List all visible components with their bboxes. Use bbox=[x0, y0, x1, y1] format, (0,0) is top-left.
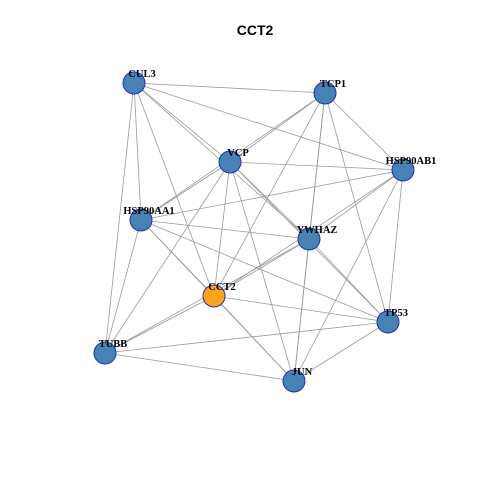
edge-ywhaz-tp53 bbox=[308, 238, 389, 323]
edge-vcp-jun bbox=[229, 161, 295, 382]
node-label-cul3: CUL3 bbox=[128, 69, 155, 80]
node-circle-tcp1[interactable] bbox=[313, 81, 337, 105]
edge-cul3-tcp1 bbox=[133, 82, 326, 94]
node-circle-tp53[interactable] bbox=[376, 310, 400, 334]
edge-cul3-tubb bbox=[104, 82, 135, 354]
node-vcp[interactable]: VCP bbox=[218, 148, 249, 174]
edge-vcp-hsp90aa1 bbox=[140, 161, 231, 221]
edge-cul3-hsp90aa1 bbox=[133, 82, 142, 221]
edge-tubb-jun bbox=[104, 352, 295, 382]
edge-vcp-hsp90ab1 bbox=[229, 161, 404, 171]
edge-tcp1-cct2 bbox=[213, 92, 326, 297]
edge-tp53-tubb bbox=[104, 321, 389, 354]
edge-hsp90ab1-jun bbox=[293, 169, 404, 382]
node-ywhaz[interactable]: YWHAZ bbox=[297, 225, 338, 251]
node-cct2[interactable]: CCT2 bbox=[202, 282, 236, 308]
node-circle-tubb[interactable] bbox=[93, 341, 117, 365]
edge-ywhaz-jun bbox=[293, 238, 310, 382]
edge-ywhaz-cct2 bbox=[213, 238, 310, 297]
edge-hsp90ab1-tp53 bbox=[387, 169, 404, 323]
graph-title: CCT2 bbox=[237, 22, 274, 38]
node-hsp90aa1[interactable]: HSP90AA1 bbox=[123, 206, 175, 232]
node-tp53[interactable]: TP53 bbox=[376, 308, 408, 334]
edge-vcp-tubb bbox=[104, 161, 231, 354]
node-cul3[interactable]: CUL3 bbox=[122, 69, 156, 95]
edge-cul3-vcp bbox=[133, 82, 231, 163]
node-label-tubb: TUBB bbox=[99, 339, 128, 350]
edge-cct2-tp53 bbox=[213, 295, 389, 323]
edge-cct2-tubb bbox=[104, 295, 215, 354]
node-hsp90ab1[interactable]: HSP90AB1 bbox=[386, 156, 437, 182]
node-label-hsp90ab1: HSP90AB1 bbox=[386, 156, 437, 167]
edge-tcp1-vcp bbox=[229, 92, 326, 163]
edge-hsp90ab1-ywhaz bbox=[308, 169, 404, 240]
edge-tcp1-tp53 bbox=[324, 92, 389, 323]
edge-cul3-hsp90ab1 bbox=[133, 82, 404, 171]
node-circle-hsp90ab1[interactable] bbox=[391, 158, 415, 182]
node-jun[interactable]: JUN bbox=[282, 367, 313, 393]
node-label-ywhaz: YWHAZ bbox=[297, 225, 338, 236]
node-label-vcp: VCP bbox=[227, 148, 249, 159]
edge-tp53-jun bbox=[293, 321, 389, 382]
node-label-cct2: CCT2 bbox=[208, 282, 235, 293]
node-label-tcp1: TCP1 bbox=[320, 79, 346, 90]
edge-hsp90aa1-tp53 bbox=[140, 219, 389, 323]
edge-hsp90ab1-hsp90aa1 bbox=[140, 169, 404, 221]
edge-cul3-cct2 bbox=[133, 82, 215, 297]
edge-cct2-jun bbox=[213, 295, 295, 382]
node-circle-cul3[interactable] bbox=[122, 71, 146, 95]
node-circle-jun[interactable] bbox=[282, 369, 306, 393]
edge-tcp1-hsp90ab1 bbox=[324, 92, 404, 171]
node-circle-ywhaz[interactable] bbox=[297, 227, 321, 251]
node-circle-vcp[interactable] bbox=[218, 150, 242, 174]
node-tcp1[interactable]: TCP1 bbox=[313, 79, 346, 105]
node-tubb[interactable]: TUBB bbox=[93, 339, 128, 365]
node-circle-cct2[interactable] bbox=[202, 284, 226, 308]
node-label-hsp90aa1: HSP90AA1 bbox=[123, 206, 174, 217]
edge-hsp90aa1-tubb bbox=[104, 219, 142, 354]
node-label-tp53: TP53 bbox=[384, 308, 408, 319]
node-circle-hsp90aa1[interactable] bbox=[129, 208, 153, 232]
edge-hsp90aa1-ywhaz bbox=[140, 219, 310, 240]
edge-layer bbox=[104, 82, 404, 382]
node-label-jun: JUN bbox=[292, 367, 313, 378]
